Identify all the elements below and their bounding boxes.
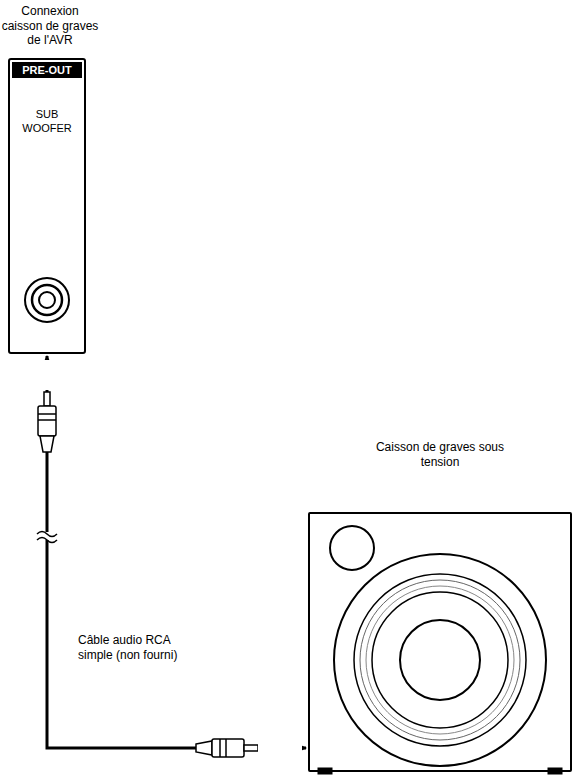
subwoofer-box-outline — [308, 512, 572, 772]
subwoofer-cabinet — [318, 526, 562, 774]
avr-panel-outline: PRE-OUT SUB WOOFER — [8, 58, 86, 354]
rca-plug — [196, 738, 302, 758]
subwoofer-box: Caisson de graves sous tension — [300, 434, 576, 772]
subwoofer-heading: Caisson de graves sous tension — [370, 440, 510, 469]
panel-heading: Connexion caisson de graves de l'AVR — [0, 4, 100, 48]
rca-cable — [47, 356, 306, 748]
jack-label: SUB WOOFER — [19, 108, 75, 136]
rca-jack — [25, 278, 69, 322]
rca-plug — [38, 360, 56, 452]
avr-panel: Connexion caisson de graves de l'AVR PRE-… — [0, 0, 100, 354]
cable-label: Câble audio RCA simple (non fourni) — [76, 632, 198, 664]
pre-out-band: PRE-OUT — [12, 62, 82, 78]
cable-break — [37, 532, 57, 543]
